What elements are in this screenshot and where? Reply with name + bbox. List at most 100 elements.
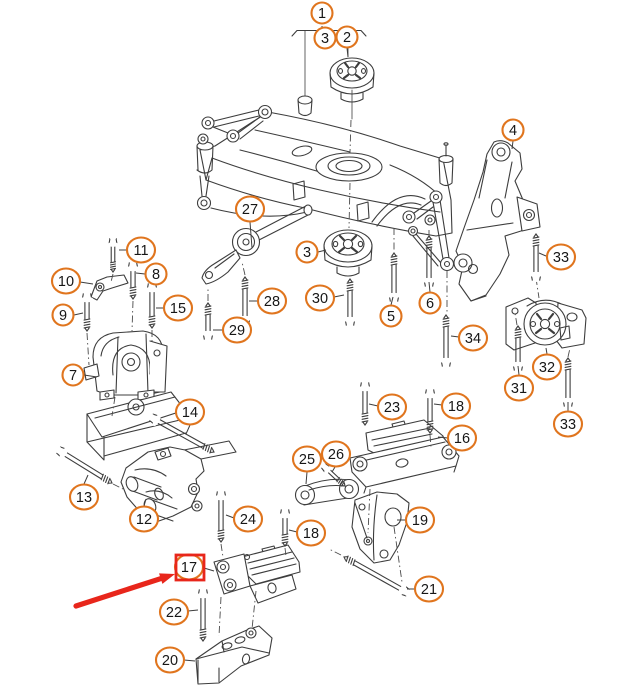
line-art [213,109,260,122]
line-art [214,253,235,269]
callout-20[interactable] [154,646,186,674]
callout-33[interactable] [552,410,584,438]
callout-18[interactable] [440,392,472,420]
callout-23[interactable] [376,393,408,421]
line-art [204,444,208,452]
callout-label-8: 8 [152,267,160,283]
line-art [335,159,363,173]
callout-11[interactable] [125,236,157,264]
line-art [407,225,419,237]
callout-26[interactable] [320,440,352,468]
line-art [204,270,214,280]
callout-4[interactable] [501,118,525,142]
line-art [105,476,109,484]
callout-31[interactable] [503,374,535,402]
line-art [442,322,450,325]
callout-14[interactable] [174,398,206,426]
line-art [126,265,140,272]
line-art [247,551,297,576]
callout-21[interactable] [413,575,445,603]
callout-33[interactable] [545,243,577,271]
callout-leader-10 [79,281,94,285]
line-art [410,228,416,234]
line-art [281,536,289,539]
bolts-layer [56,233,575,642]
callout-27[interactable] [234,195,266,223]
callout-12[interactable] [128,505,160,533]
callout-9[interactable] [51,303,75,327]
callout-22[interactable] [158,598,190,626]
line-art [109,265,117,268]
line-art [149,340,168,393]
callout-8[interactable] [144,262,168,286]
line-art [194,503,200,509]
diagram-artwork [83,29,587,685]
line-art [90,274,129,301]
callout-29[interactable] [221,316,253,344]
callout-1[interactable] [310,1,334,25]
line-art [291,145,313,157]
line-art [126,357,136,367]
line-art [398,583,407,596]
line-art [258,213,311,241]
line-art [278,512,292,519]
callout-label-11: 11 [133,243,148,259]
line-art [257,104,273,120]
callout-5[interactable] [379,304,403,328]
line-art [217,529,225,532]
callout-16[interactable] [446,424,478,452]
line-art [267,582,277,594]
callout-13[interactable] [68,483,100,511]
line-art [426,423,434,426]
callout-32[interactable] [531,353,563,381]
line-art [363,536,373,546]
callout-19[interactable] [404,506,436,534]
line-art [83,318,91,321]
callout-7[interactable] [61,363,85,387]
line-art [204,310,212,313]
line-art [338,478,360,500]
callout-3[interactable] [295,240,319,264]
bracket-19 [351,491,410,564]
callout-leader-32 [545,347,548,355]
callout-label-33: 33 [560,417,576,433]
callout-24[interactable] [232,505,264,533]
line-art [327,156,371,176]
callout-label-29: 29 [229,323,245,339]
callout-2[interactable] [335,25,359,49]
line-art [219,563,227,571]
callout-28[interactable] [256,287,288,315]
line-art [532,244,540,247]
line-art [248,630,254,636]
highlight-leader [203,567,215,572]
line-art [379,549,389,559]
line-art [338,478,342,484]
line-art [442,325,450,328]
line-art [243,553,251,561]
line-art [133,476,162,488]
callout-15[interactable] [162,294,194,322]
callout-34[interactable] [457,324,489,352]
callout-25[interactable] [291,445,323,473]
callout-30[interactable] [304,284,336,312]
line-art [365,538,371,544]
line-art [282,542,288,547]
line-art [346,324,354,327]
line-art [148,318,156,321]
line-art [129,286,137,289]
line-art [426,420,434,423]
bolt-8 [126,261,140,300]
line-art [358,385,372,392]
line-art [255,205,307,233]
callout-18[interactable] [295,519,327,547]
line-art [202,443,206,450]
line-art [241,261,246,276]
line-art [467,263,479,275]
line-art [236,232,256,252]
line-art [261,108,269,116]
callout-10[interactable] [50,267,82,295]
line-art [245,627,257,639]
callout-6[interactable] [418,291,442,315]
bolt-33b [561,357,575,408]
callout-leader-13 [83,474,89,485]
